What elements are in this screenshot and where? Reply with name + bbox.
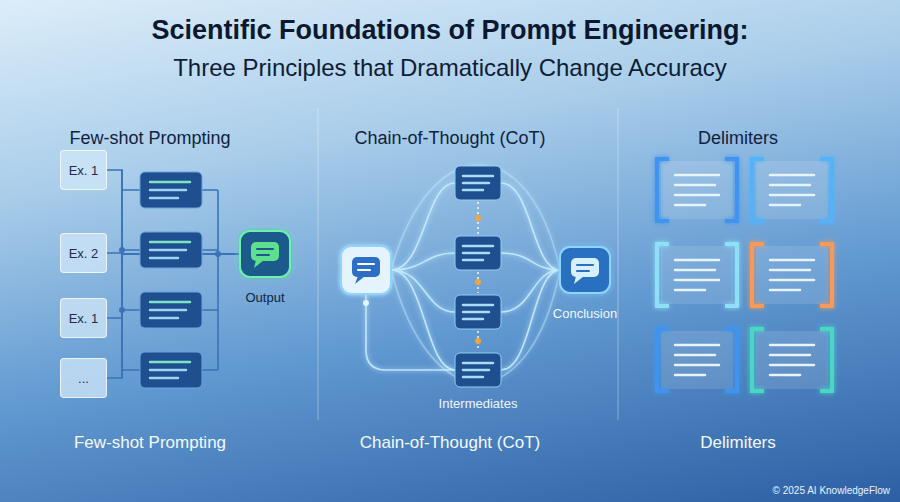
example-box: ... (60, 358, 107, 398)
merge-line (202, 190, 238, 370)
reasoning-line (501, 270, 560, 370)
example-card (140, 172, 202, 208)
intermediate-card (455, 236, 501, 270)
feedback-line (366, 294, 455, 370)
reasoning-arc (391, 165, 560, 270)
column-caption: Few-shot Prompting (74, 433, 226, 453)
card-content (756, 246, 828, 304)
column-heading: Chain-of-Thought (CoT) (354, 128, 545, 149)
example-label: Ex. 2 (69, 246, 99, 261)
bus-branch (122, 190, 140, 370)
example-label: Ex. 1 (69, 311, 99, 326)
reasoning-line (501, 253, 560, 270)
card-content (756, 161, 828, 219)
intermediate-card (455, 353, 501, 387)
conclusion-icon (559, 246, 611, 294)
column-caption: Delimiters (700, 433, 776, 453)
chat-tail (574, 276, 584, 284)
chat-tail (355, 276, 365, 284)
chat-bubble (352, 257, 380, 277)
few-shot-wiring (122, 170, 238, 378)
icon-label: Conclusion (553, 306, 617, 321)
card-content (756, 331, 828, 389)
delimiter-card (752, 244, 832, 306)
column-divider (618, 108, 619, 420)
icon-frame (341, 246, 391, 294)
chat-bubble (251, 242, 279, 261)
step-dot (475, 338, 481, 344)
bracket-pair (657, 329, 737, 391)
junction-dot (119, 307, 125, 313)
column-heading: Delimiters (698, 128, 778, 149)
stage-label: Intermediates (439, 397, 518, 412)
bracket-pair (752, 159, 832, 221)
chat-bubble (571, 258, 599, 277)
step-dot (475, 215, 481, 221)
delimiter-card (657, 159, 737, 221)
junction-dot (215, 251, 221, 257)
example-card (140, 232, 202, 268)
chat-line (358, 263, 374, 265)
reasoning-line (391, 183, 455, 270)
junction-dot (119, 247, 125, 253)
input-icon (341, 246, 391, 294)
path-dot (363, 300, 369, 306)
reasoning-line (501, 183, 560, 270)
copyright: © 2025 AI KnowledgeFlow (773, 485, 890, 497)
title: Scientific Foundations of Prompt Enginee… (151, 15, 748, 46)
column-caption: Chain-of-Thought (CoT) (360, 433, 540, 453)
reasoning-line (391, 253, 455, 270)
card-content (661, 161, 733, 219)
example-card (140, 292, 202, 328)
example-label: Ex. 1 (69, 163, 99, 178)
delimiter-card (752, 329, 832, 391)
icon-node: Output (239, 230, 291, 305)
delimiter-card (657, 329, 737, 391)
chat-line (257, 254, 269, 256)
example-box: Ex. 1 (60, 150, 107, 190)
card-content (661, 331, 733, 389)
example-box: Ex. 2 (60, 233, 107, 273)
icon-label: Output (245, 290, 284, 305)
reasoning-line (501, 270, 560, 312)
column-heading: Few-shot Prompting (69, 128, 230, 149)
example-card (140, 352, 202, 388)
intermediate-card (455, 295, 501, 329)
bracket-pair (752, 244, 832, 306)
subtitle: Three Principles that Dramatically Chang… (173, 54, 727, 82)
step-dot (475, 279, 481, 285)
reasoning-line (391, 270, 455, 370)
chat-line (257, 248, 273, 250)
example-box: Ex. 1 (60, 298, 107, 338)
card-content (661, 246, 733, 304)
example-label: ... (78, 371, 89, 386)
output-icon (239, 230, 291, 278)
chat-tail (254, 260, 264, 268)
chat-line (358, 269, 370, 271)
bracket-pair (752, 329, 832, 391)
bracket-pair (657, 244, 737, 306)
bracket-pair (657, 159, 737, 221)
intermediate-card (455, 166, 501, 200)
reasoning-paths (366, 165, 560, 383)
icon-node: Conclusion (553, 246, 617, 321)
bus-line (121, 170, 123, 378)
delimiter-card (657, 244, 737, 306)
delimiter-card (752, 159, 832, 221)
column-divider (318, 108, 319, 420)
reasoning-line (391, 270, 455, 312)
icon-frame (560, 247, 610, 293)
chat-line (577, 270, 589, 272)
chat-line (577, 264, 593, 266)
icon-frame (240, 231, 290, 277)
